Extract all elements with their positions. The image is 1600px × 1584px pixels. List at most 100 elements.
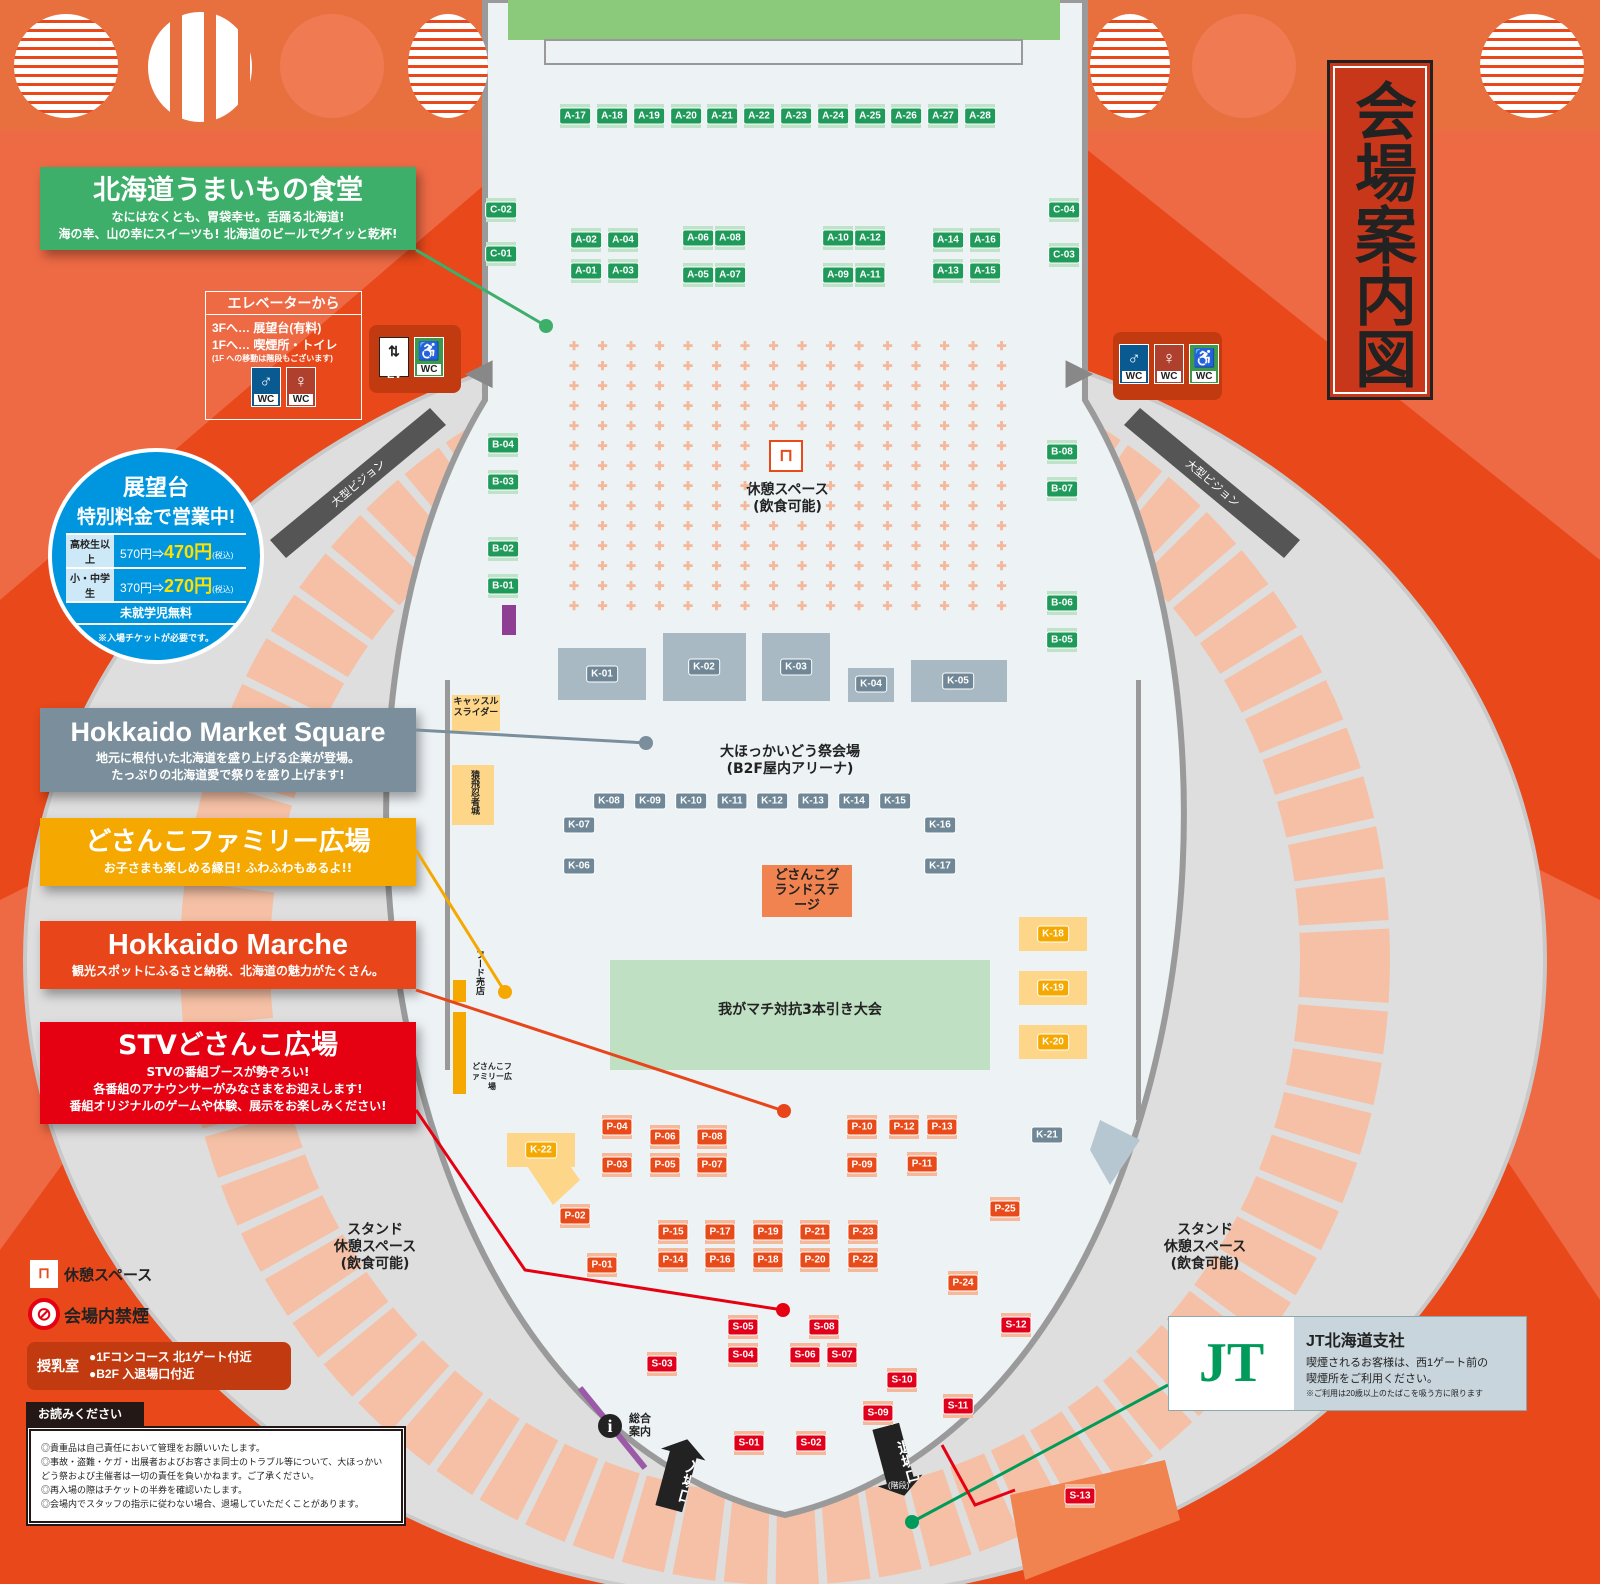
booth-c-04[interactable]: C-04: [1048, 201, 1080, 219]
booth-p-05[interactable]: P-05: [649, 1156, 681, 1174]
booth-p-10[interactable]: P-10: [846, 1118, 878, 1136]
booth-k-09[interactable]: K-09: [634, 792, 666, 810]
booth-k-05[interactable]: K-05: [942, 672, 974, 690]
booth-k-01[interactable]: K-01: [586, 665, 618, 683]
panel-market-square[interactable]: Hokkaido Market Square 地元に根付いた北海道を盛り上げる企…: [40, 708, 416, 792]
booth-s-06[interactable]: S-06: [789, 1346, 821, 1364]
booth-p-07[interactable]: P-07: [696, 1156, 728, 1174]
booth-k-17[interactable]: K-17: [924, 857, 956, 875]
booth-s-07[interactable]: S-07: [826, 1346, 858, 1364]
booth-a-18[interactable]: A-18: [596, 107, 628, 125]
booth-a-12[interactable]: A-12: [854, 229, 886, 247]
panel-stv[interactable]: STVどさんこ広場 STVの番組ブースが勢ぞろい! 各番組のアナウンサーがみなさ…: [40, 1022, 416, 1124]
booth-s-03[interactable]: S-03: [646, 1355, 678, 1373]
booth-c-03[interactable]: C-03: [1048, 246, 1080, 264]
booth-p-25[interactable]: P-25: [989, 1200, 1021, 1218]
booth-p-16[interactable]: P-16: [704, 1251, 736, 1269]
booth-c-01[interactable]: C-01: [485, 245, 517, 263]
booth-b-08[interactable]: B-08: [1046, 443, 1078, 461]
booth-p-13[interactable]: P-13: [926, 1118, 958, 1136]
booth-p-21[interactable]: P-21: [799, 1223, 831, 1241]
booth-p-23[interactable]: P-23: [847, 1223, 879, 1241]
booth-a-02[interactable]: A-02: [570, 231, 602, 249]
booth-a-11[interactable]: A-11: [854, 266, 886, 284]
booth-k-13[interactable]: K-13: [797, 792, 829, 810]
booth-k-14[interactable]: K-14: [838, 792, 870, 810]
booth-s-04[interactable]: S-04: [727, 1346, 759, 1364]
booth-k-06[interactable]: K-06: [563, 857, 595, 875]
booth-k-15[interactable]: K-15: [879, 792, 911, 810]
booth-c-02[interactable]: C-02: [485, 201, 517, 219]
booth-p-01[interactable]: P-01: [586, 1256, 618, 1274]
booth-s-09[interactable]: S-09: [862, 1404, 894, 1422]
booth-p-17[interactable]: P-17: [704, 1223, 736, 1241]
booth-p-08[interactable]: P-08: [696, 1128, 728, 1146]
booth-a-19[interactable]: A-19: [633, 107, 665, 125]
booth-a-27[interactable]: A-27: [927, 107, 959, 125]
booth-a-15[interactable]: A-15: [969, 262, 1001, 280]
booth-p-20[interactable]: P-20: [799, 1251, 831, 1269]
booth-s-05[interactable]: S-05: [727, 1318, 759, 1336]
booth-a-09[interactable]: A-09: [822, 266, 854, 284]
booth-p-18[interactable]: P-18: [752, 1251, 784, 1269]
booth-a-24[interactable]: A-24: [817, 107, 849, 125]
booth-s-10[interactable]: S-10: [886, 1371, 918, 1389]
booth-a-06[interactable]: A-06: [682, 229, 714, 247]
booth-s-12[interactable]: S-12: [1000, 1316, 1032, 1334]
booth-s-01[interactable]: S-01: [733, 1434, 765, 1452]
booth-a-08[interactable]: A-08: [714, 229, 746, 247]
grand-stage-label[interactable]: どさんこグランドステージ: [774, 868, 840, 913]
booth-p-24[interactable]: P-24: [947, 1274, 979, 1292]
booth-a-16[interactable]: A-16: [969, 231, 1001, 249]
booth-k-02[interactable]: K-02: [688, 658, 720, 676]
booth-b-05[interactable]: B-05: [1046, 631, 1078, 649]
booth-s-02[interactable]: S-02: [795, 1434, 827, 1452]
booth-k-03[interactable]: K-03: [780, 658, 812, 676]
booth-b-03[interactable]: B-03: [487, 473, 519, 491]
booth-p-19[interactable]: P-19: [752, 1223, 784, 1241]
booth-p-04[interactable]: P-04: [601, 1118, 633, 1136]
booth-k-07[interactable]: K-07: [563, 816, 595, 834]
booth-k-08[interactable]: K-08: [593, 792, 625, 810]
booth-p-09[interactable]: P-09: [846, 1156, 878, 1174]
booth-p-02[interactable]: P-02: [559, 1207, 591, 1225]
panel-umaimono[interactable]: 北海道うまいもの食堂 なにはなくとも、胃袋幸せ。舌踊る北海道! 海の幸、山の幸に…: [40, 167, 416, 250]
booth-k-18[interactable]: K-18: [1037, 925, 1069, 943]
booth-s-11[interactable]: S-11: [942, 1397, 974, 1415]
booth-k-20[interactable]: K-20: [1037, 1033, 1069, 1051]
booth-k-10[interactable]: K-10: [675, 792, 707, 810]
booth-k-12[interactable]: K-12: [756, 792, 788, 810]
booth-a-28[interactable]: A-28: [964, 107, 996, 125]
booth-b-02[interactable]: B-02: [487, 540, 519, 558]
booth-a-05[interactable]: A-05: [682, 266, 714, 284]
panel-family[interactable]: どさんこファミリー広場 お子さまも楽しめる縁日! ふわふわもあるよ!!: [40, 818, 416, 886]
booth-a-04[interactable]: A-04: [607, 231, 639, 249]
booth-b-06[interactable]: B-06: [1046, 594, 1078, 612]
booth-p-03[interactable]: P-03: [601, 1156, 633, 1174]
booth-b-07[interactable]: B-07: [1046, 480, 1078, 498]
booth-a-26[interactable]: A-26: [890, 107, 922, 125]
booth-a-20[interactable]: A-20: [670, 107, 702, 125]
booth-a-23[interactable]: A-23: [780, 107, 812, 125]
booth-k-22[interactable]: K-22: [525, 1141, 557, 1159]
booth-b-01[interactable]: B-01: [487, 577, 519, 595]
booth-p-22[interactable]: P-22: [847, 1251, 879, 1269]
booth-a-01[interactable]: A-01: [570, 262, 602, 280]
booth-a-07[interactable]: A-07: [714, 266, 746, 284]
booth-k-21[interactable]: K-21: [1031, 1126, 1063, 1144]
booth-a-21[interactable]: A-21: [706, 107, 738, 125]
booth-a-17[interactable]: A-17: [559, 107, 591, 125]
booth-k-16[interactable]: K-16: [924, 816, 956, 834]
booth-k-11[interactable]: K-11: [716, 792, 748, 810]
booth-a-13[interactable]: A-13: [932, 262, 964, 280]
booth-s-08[interactable]: S-08: [808, 1318, 840, 1336]
booth-p-06[interactable]: P-06: [649, 1128, 681, 1146]
booth-b-04[interactable]: B-04: [487, 436, 519, 454]
booth-p-11[interactable]: P-11: [906, 1155, 938, 1173]
booth-a-22[interactable]: A-22: [743, 107, 775, 125]
booth-p-12[interactable]: P-12: [888, 1118, 920, 1136]
booth-a-25[interactable]: A-25: [854, 107, 886, 125]
panel-marche[interactable]: Hokkaido Marche 観光スポットにふるさと納税、北海道の魅力がたくさ…: [40, 921, 416, 989]
booth-k-19[interactable]: K-19: [1037, 979, 1069, 997]
booth-a-10[interactable]: A-10: [822, 229, 854, 247]
